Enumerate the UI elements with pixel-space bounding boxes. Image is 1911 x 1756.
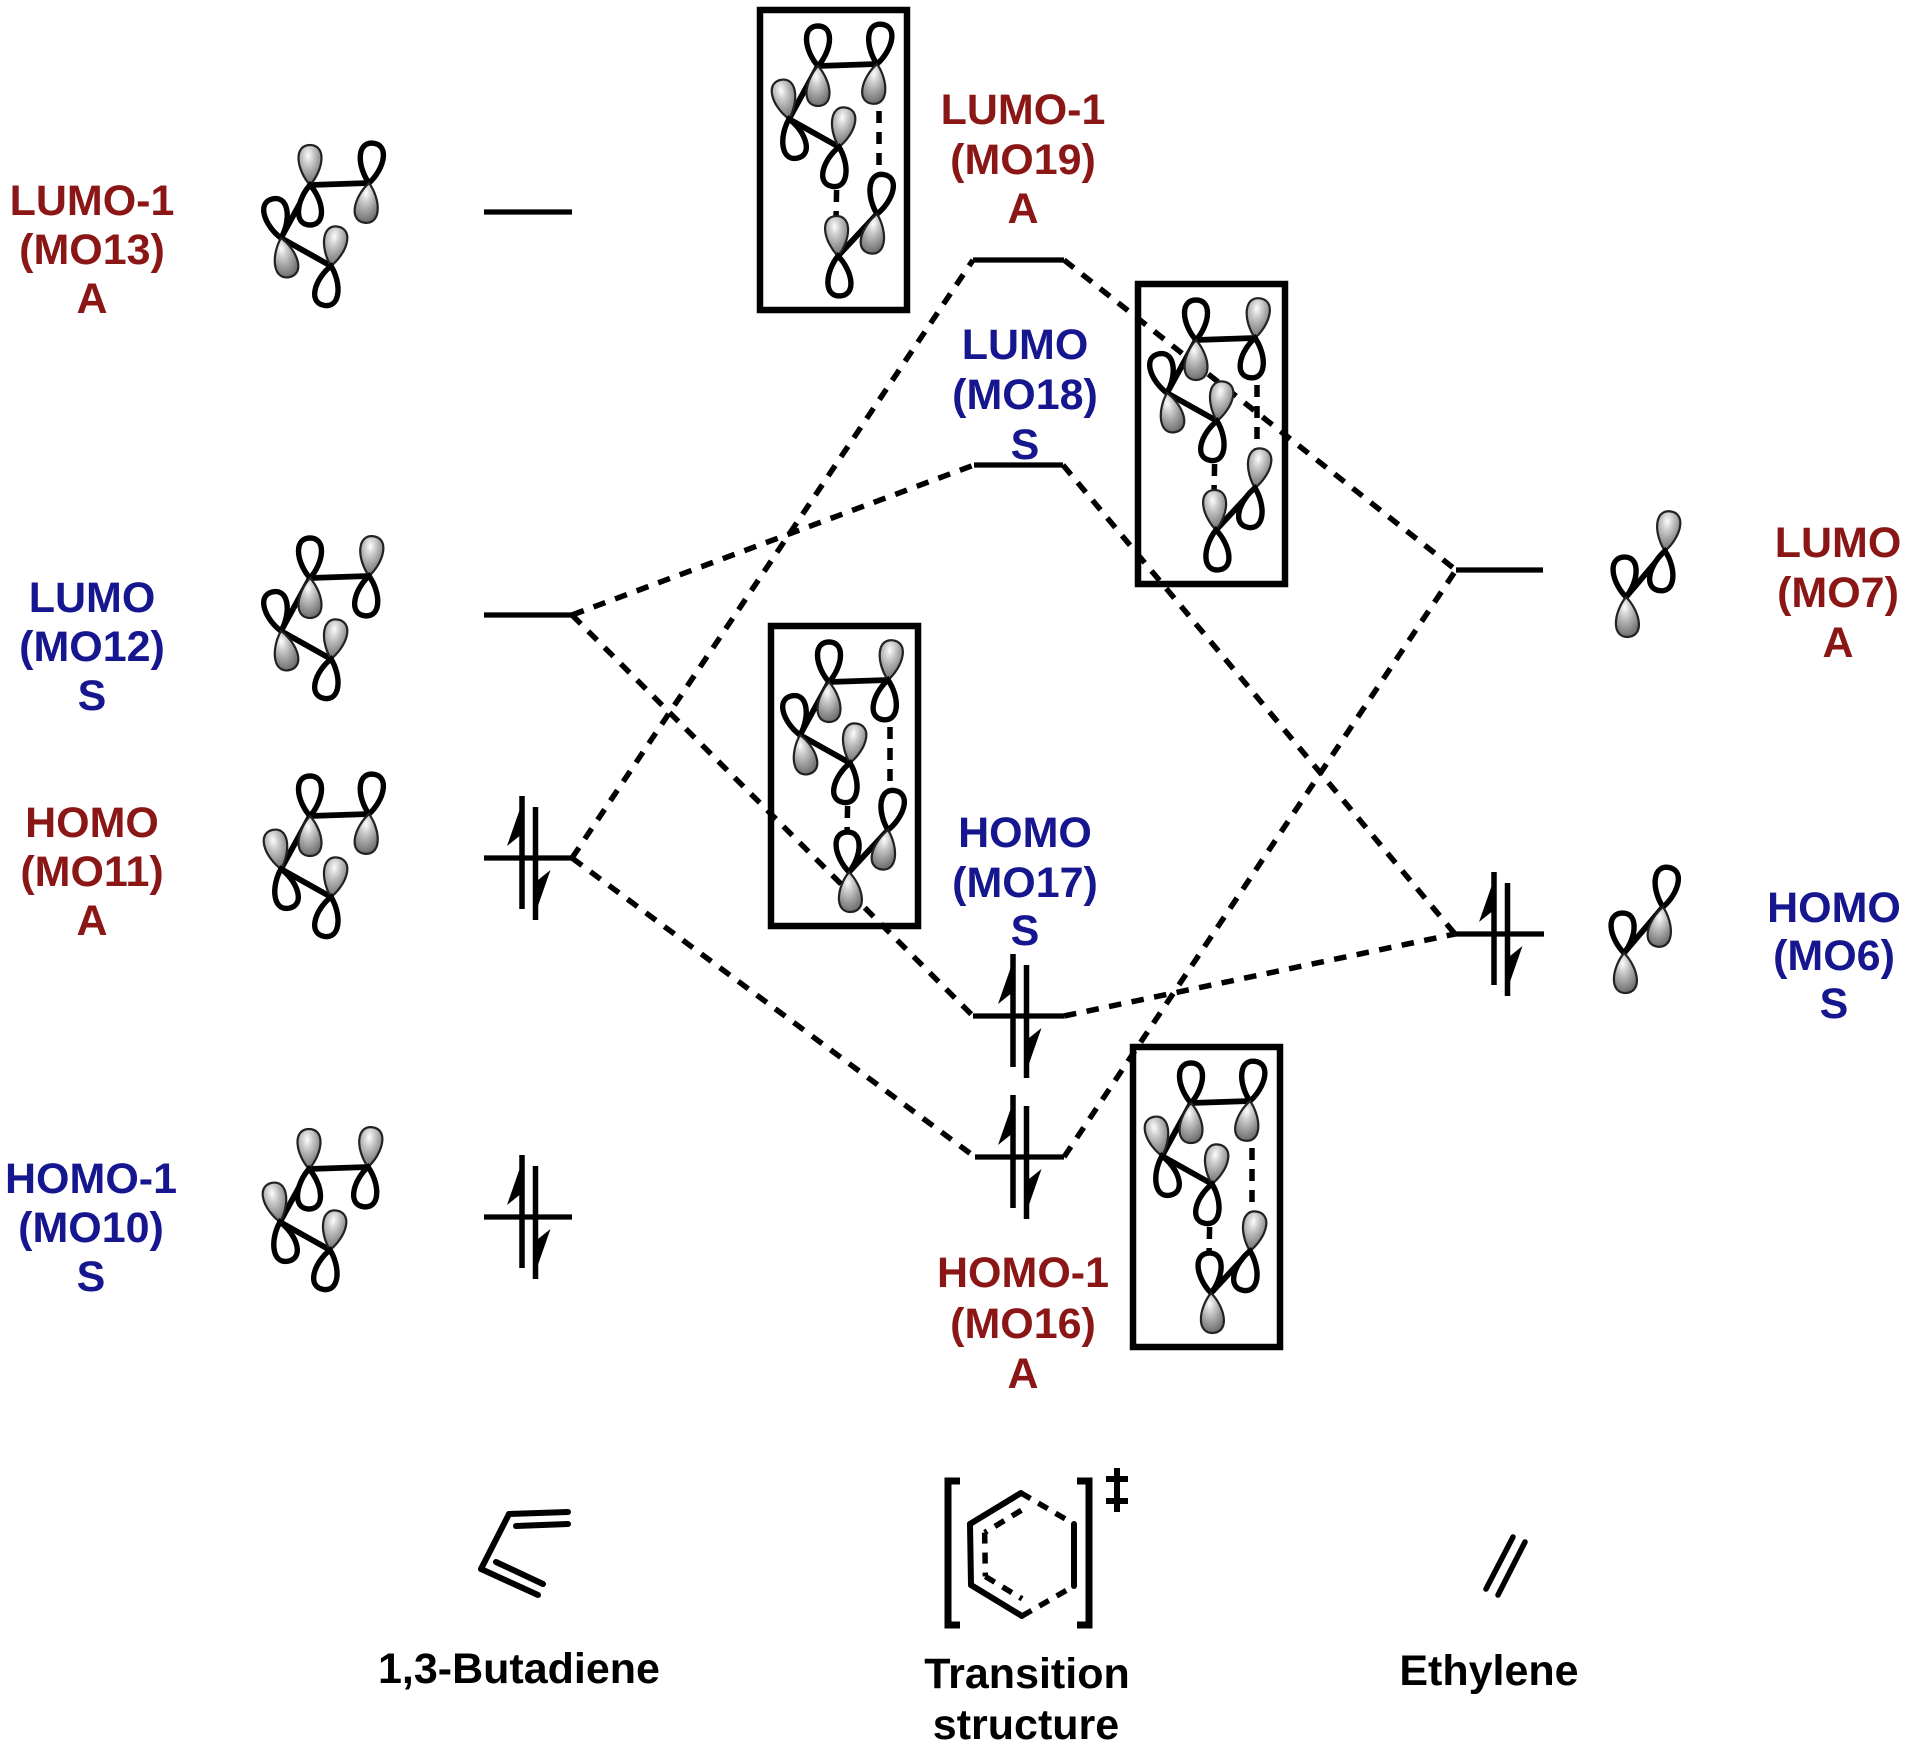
svg-text:S: S [1011, 907, 1040, 955]
svg-text:(MO6): (MO6) [1773, 932, 1895, 980]
svg-text:LUMO: LUMO [962, 321, 1089, 369]
svg-text:A: A [1007, 185, 1038, 233]
svg-text:A: A [76, 897, 107, 945]
svg-text:S: S [77, 1253, 106, 1301]
svg-text:(MO11): (MO11) [20, 848, 163, 896]
svg-text:(MO13): (MO13) [19, 226, 165, 274]
svg-text:HOMO-1: HOMO-1 [5, 1155, 177, 1203]
svg-text:(MO18): (MO18) [952, 371, 1098, 419]
svg-text:HOMO: HOMO [1767, 884, 1901, 932]
svg-text:(MO7): (MO7) [1777, 569, 1899, 617]
svg-text:S: S [1820, 980, 1849, 1028]
svg-text:structure: structure [933, 1701, 1119, 1749]
svg-text:Transition: Transition [924, 1650, 1129, 1698]
svg-text:A: A [1007, 1350, 1038, 1398]
svg-text:HOMO: HOMO [958, 809, 1092, 857]
svg-text:S: S [1011, 421, 1040, 469]
svg-text:(MO10): (MO10) [18, 1204, 164, 1252]
svg-text:(MO19): (MO19) [950, 136, 1096, 184]
svg-text:(MO17): (MO17) [952, 859, 1098, 907]
svg-text:Ethylene: Ethylene [1399, 1647, 1578, 1695]
svg-text:LUMO: LUMO [1775, 519, 1902, 567]
svg-text:LUMO-1: LUMO-1 [10, 177, 175, 225]
svg-text:HOMO-1: HOMO-1 [937, 1249, 1109, 1297]
svg-text:HOMO: HOMO [25, 799, 159, 847]
svg-text:LUMO-1: LUMO-1 [941, 86, 1106, 134]
svg-text:S: S [78, 672, 107, 720]
svg-text:1,3-Butadiene: 1,3-Butadiene [378, 1645, 660, 1693]
svg-text:A: A [1822, 619, 1853, 667]
svg-text:(MO16): (MO16) [950, 1300, 1096, 1348]
svg-text:A: A [76, 275, 107, 323]
svg-text:LUMO: LUMO [29, 574, 156, 622]
svg-text:(MO12): (MO12) [19, 623, 165, 671]
